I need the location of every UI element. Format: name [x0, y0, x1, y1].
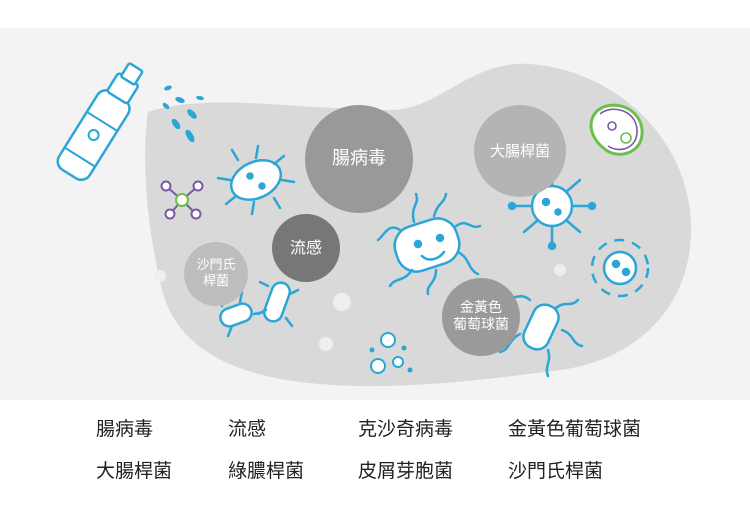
- bubble-ecoli: 大腸桿菌: [474, 105, 566, 197]
- background-dots: [369, 345, 413, 373]
- virus-icon: [370, 332, 404, 374]
- germ-legend: 腸病毒 流感 克沙奇病毒 金黃色葡萄球菌 大腸桿菌 綠膿桿菌 皮屑芽胞菌 沙門氏…: [96, 414, 696, 494]
- bubble-staph: 金黃色 葡萄球菌: [442, 278, 520, 356]
- bubble-salmonella: 沙門氏 桿菌: [184, 242, 248, 306]
- bubble-influenza: 流感: [272, 214, 340, 282]
- bubble-staph-line1: 金黃色: [460, 299, 502, 316]
- legend-item: 綠膿桿菌: [228, 460, 305, 482]
- bubble-staph-line2: 葡萄球菌: [453, 317, 509, 333]
- legend-item: 金黃色葡萄球菌: [508, 418, 642, 440]
- legend-item: 沙門氏桿菌: [508, 460, 604, 482]
- legend-item: 皮屑芽胞菌: [358, 460, 454, 482]
- bubble-ecoli-label: 大腸桿菌: [489, 141, 550, 160]
- bubble-enterovirus-label: 腸病毒: [332, 147, 386, 169]
- bubble-enterovirus: 腸病毒: [305, 105, 413, 213]
- cell-icon: [589, 103, 644, 156]
- bacteria-icon: [376, 192, 482, 296]
- molecule-icon: [160, 180, 204, 220]
- legend-item: 流感: [228, 418, 267, 440]
- virus-icon: [590, 238, 650, 298]
- legend-item: 腸病毒: [96, 418, 154, 440]
- background-dots: [154, 264, 566, 351]
- bubble-salmonella-line1: 沙門氏: [196, 257, 236, 273]
- spray-droplets-icon: [162, 85, 204, 143]
- spray-bottle-icon: [56, 62, 144, 182]
- virus-icon: [216, 144, 296, 216]
- bubble-influenza-label: 流感: [289, 238, 322, 257]
- bacteria-icon: [256, 280, 300, 328]
- bubble-salmonella-line2: 桿菌: [202, 274, 229, 289]
- legend-item: 克沙奇病毒: [358, 418, 454, 440]
- legend-item: 大腸桿菌: [96, 460, 173, 482]
